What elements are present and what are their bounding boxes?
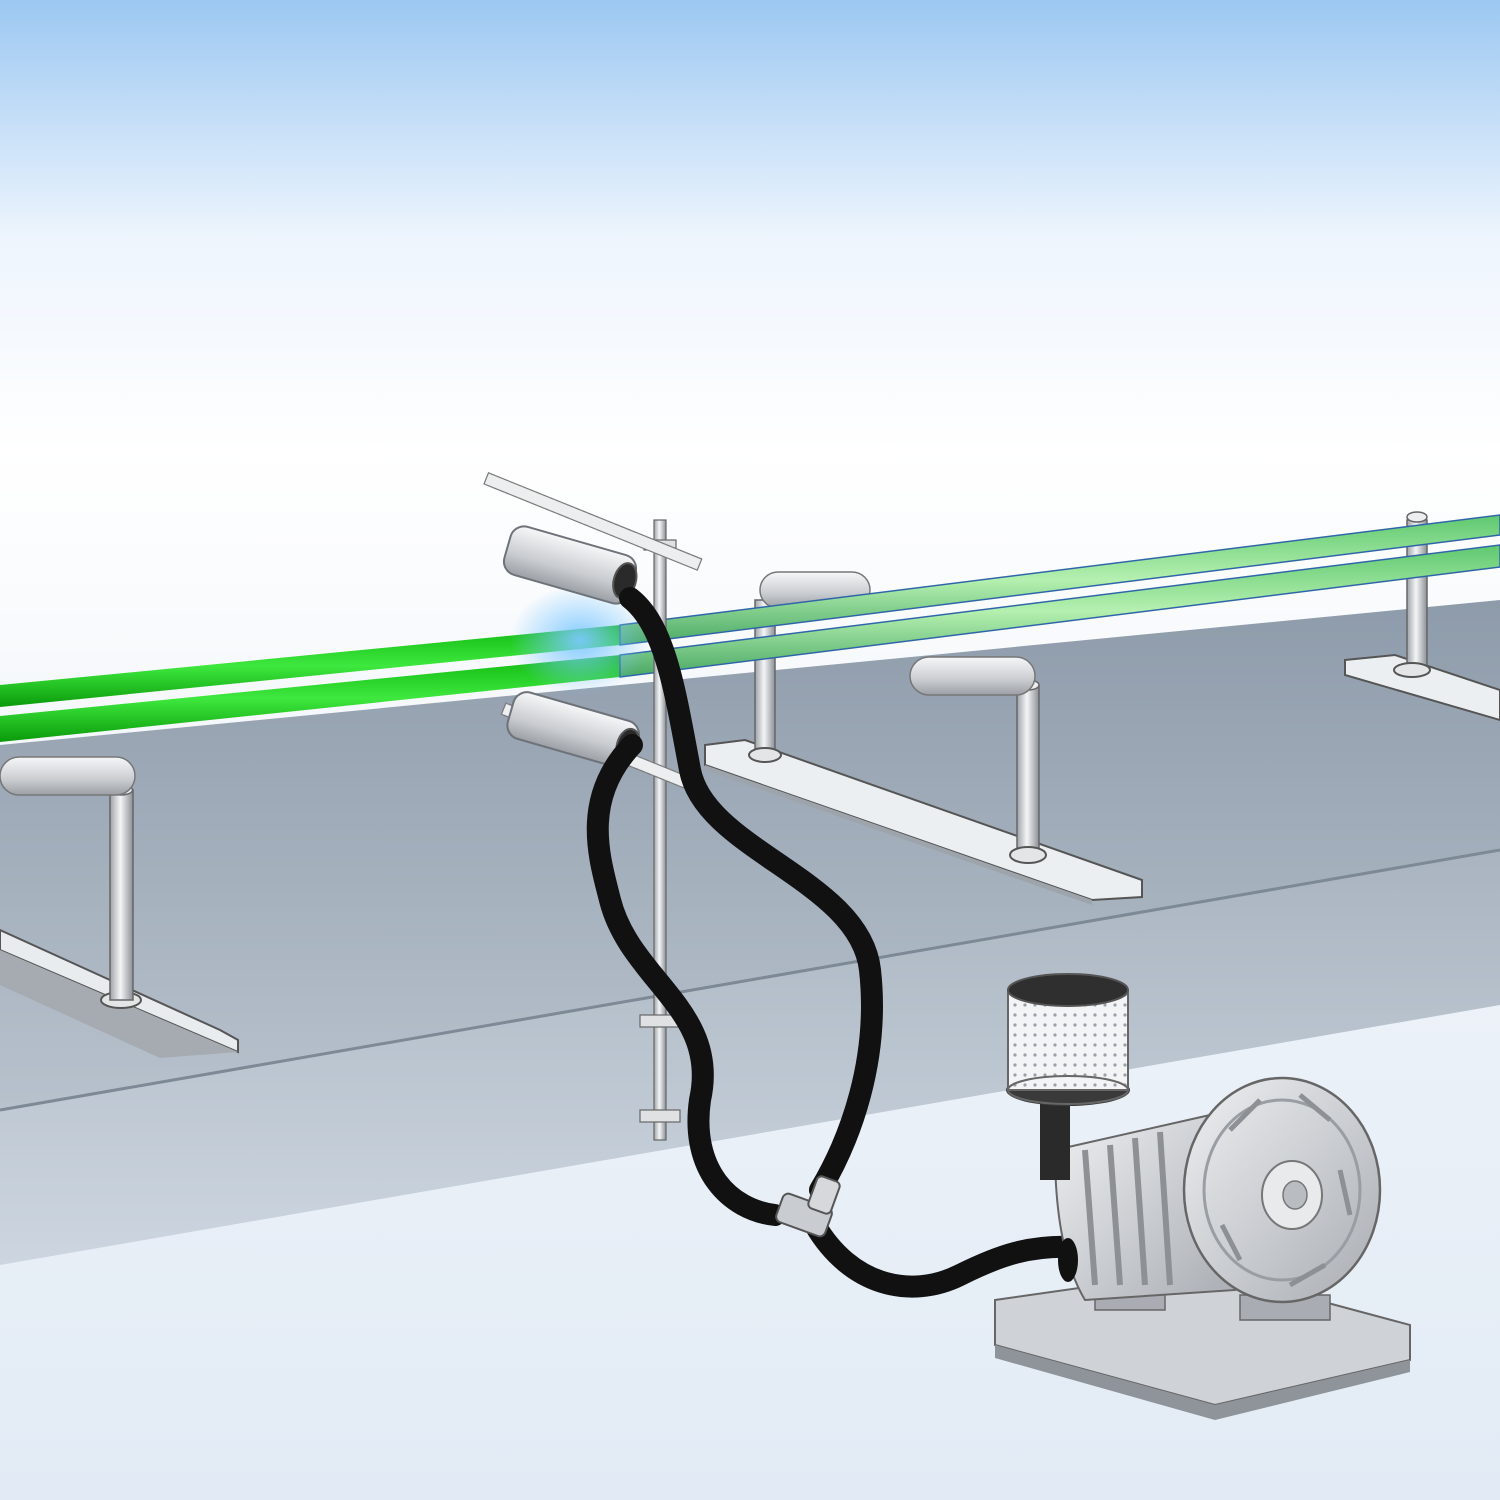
hose-to-blower	[804, 1214, 1086, 1298]
roller-left	[0, 756, 136, 796]
roller-middle-front	[909, 656, 1036, 696]
support-stand-left	[0, 756, 239, 1058]
air-jet-glow	[510, 585, 650, 695]
hose-upper	[619, 587, 883, 1201]
product-strands	[0, 514, 1500, 742]
conveyor-side-face	[0, 850, 1500, 1265]
strand-lower-wet	[0, 655, 620, 742]
hose-lower	[586, 734, 786, 1226]
tee-fitting-icon	[775, 1175, 841, 1238]
strand-upper-wet	[0, 625, 620, 707]
air-knife-upper	[483, 472, 703, 605]
filter-icon	[1006, 973, 1130, 1180]
air-hoses	[586, 587, 1086, 1298]
blower-icon	[994, 1076, 1411, 1420]
